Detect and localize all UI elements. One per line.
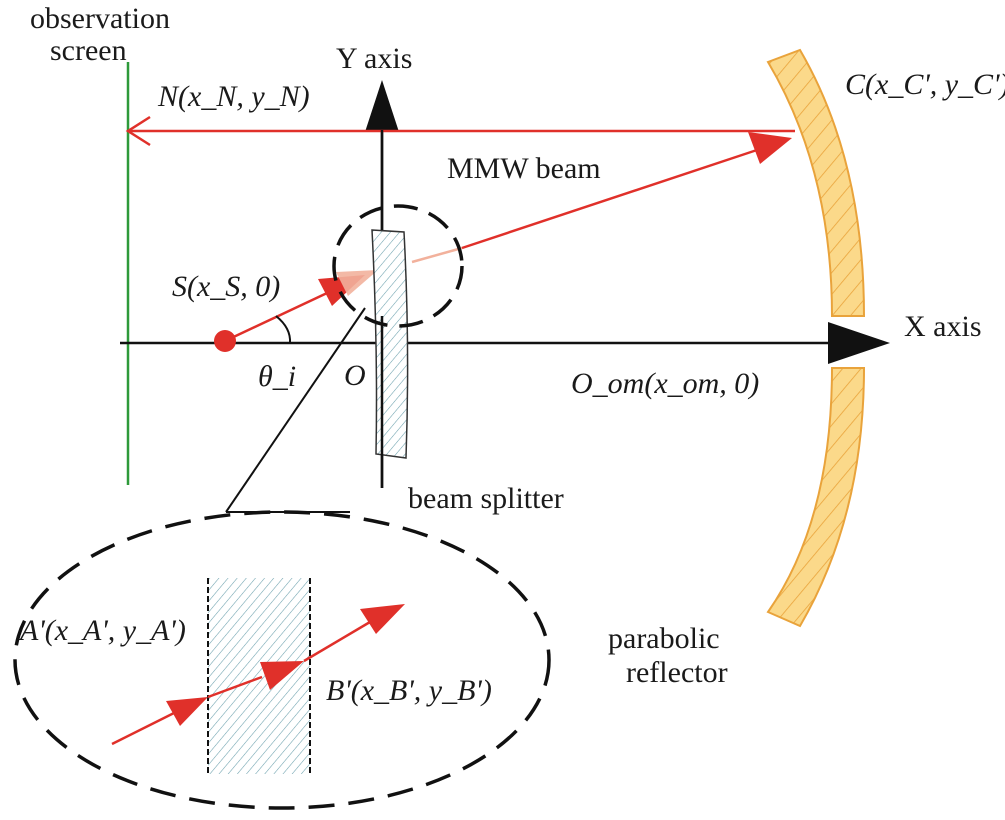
zoom-circle-small <box>332 204 464 328</box>
inset-splitter-slab <box>208 578 310 774</box>
observation-screen-label-1: observation <box>30 2 170 35</box>
source-point-s <box>214 330 236 352</box>
inset-beam-in-arrowhead <box>166 697 208 726</box>
mmw-beam-faded <box>411 246 463 264</box>
x-axis-label: X axis <box>904 310 982 343</box>
inset-beam-mid <box>207 675 263 699</box>
inset-beam-out <box>303 620 371 663</box>
zoom-inset-ellipse <box>13 510 551 810</box>
y-axis-label: Y axis <box>336 42 412 75</box>
point-a-label: A'(x_A', y_A') <box>18 614 186 647</box>
incident-beam-arrowhead-faded <box>336 270 378 296</box>
zoom-leader-a <box>225 307 366 513</box>
parabolic-label-1: parabolic <box>608 622 720 655</box>
beam-splitter <box>371 229 409 459</box>
inset-beam-out-arrowhead <box>360 604 405 634</box>
observation-screen-label-2: screen <box>50 34 127 67</box>
point-n-label: N(x_N, y_N) <box>157 80 310 113</box>
parabolic-label-2: reflector <box>626 656 728 689</box>
mmw-beam-label: MMW beam <box>447 152 601 185</box>
point-c-label: C(x_C', y_C') <box>845 68 1005 101</box>
theta-label: θ_i <box>258 360 296 393</box>
point-b-label: B'(x_B', y_B') <box>326 674 492 707</box>
mmw-beam-arrowhead <box>748 132 792 164</box>
point-s-label: S(x_S, 0) <box>172 270 280 303</box>
reflected-beam-arrowhead <box>125 115 151 147</box>
incident-beam <box>224 284 343 343</box>
parabolic-reflector-lower <box>766 367 866 628</box>
x-axis-arrowhead <box>828 322 890 364</box>
y-axis-arrowhead <box>365 80 399 132</box>
point-oom-label: O_om(x_om, 0) <box>571 367 759 400</box>
inset-beam-mid-arrowhead <box>260 661 304 690</box>
origin-label: O <box>344 359 366 392</box>
beam-splitter-label: beam splitter <box>408 482 564 515</box>
parabolic-reflector-upper <box>766 48 866 317</box>
theta-arc <box>275 315 292 344</box>
mmw-beam <box>461 147 761 250</box>
